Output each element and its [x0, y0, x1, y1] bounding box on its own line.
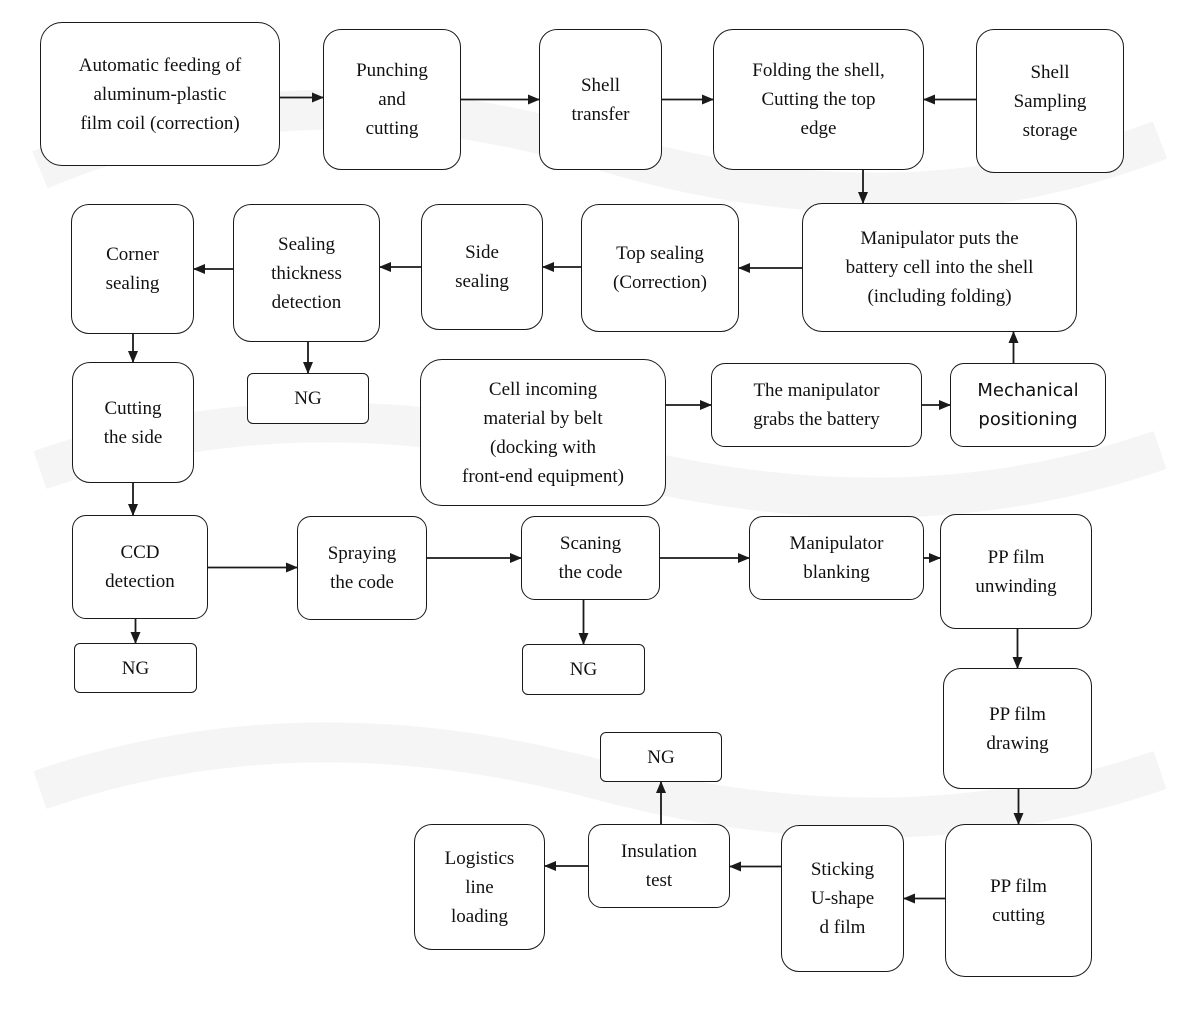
node-ng-insulation: NG	[600, 732, 722, 782]
node-pp-film-unwinding: PP film unwinding	[940, 514, 1092, 629]
node-mechanical-positioning: Mechanical positioning	[950, 363, 1106, 447]
node-scanning-the-code: Scaning the code	[521, 516, 660, 600]
node-cutting-the-side: Cutting the side	[72, 362, 194, 483]
node-pp-film-cutting: PP film cutting	[945, 824, 1092, 977]
node-manipulator-grabs-battery: The manipulator grabs the battery	[711, 363, 922, 447]
node-sealing-thickness-detection: Sealing thickness detection	[233, 204, 380, 342]
node-manipulator-puts-cell: Manipulator puts the battery cell into t…	[802, 203, 1077, 332]
node-logistics-line-loading: Logistics line loading	[414, 824, 545, 950]
node-pp-film-drawing: PP film drawing	[943, 668, 1092, 789]
node-sticking-u-shaped-film: Sticking U-shape d film	[781, 825, 904, 972]
node-ng-thickness: NG	[247, 373, 369, 424]
node-cell-incoming-material: Cell incoming material by belt (docking …	[420, 359, 666, 506]
node-automatic-feeding: Automatic feeding of aluminum-plastic fi…	[40, 22, 280, 166]
node-punching-and-cutting: Punching and cutting	[323, 29, 461, 170]
node-side-sealing: Side sealing	[421, 204, 543, 330]
node-shell-transfer: Shell transfer	[539, 29, 662, 170]
node-folding-the-shell: Folding the shell, Cutting the top edge	[713, 29, 924, 170]
node-top-sealing: Top sealing (Correction)	[581, 204, 739, 332]
node-manipulator-blanking: Manipulator blanking	[749, 516, 924, 600]
node-spraying-the-code: Spraying the code	[297, 516, 427, 620]
node-corner-sealing: Corner sealing	[71, 204, 194, 334]
node-ng-ccd: NG	[74, 643, 197, 693]
node-ng-scanning: NG	[522, 644, 645, 695]
node-insulation-test: Insulation test	[588, 824, 730, 908]
node-ccd-detection: CCD detection	[72, 515, 208, 619]
node-shell-sampling-storage: Shell Sampling storage	[976, 29, 1124, 173]
